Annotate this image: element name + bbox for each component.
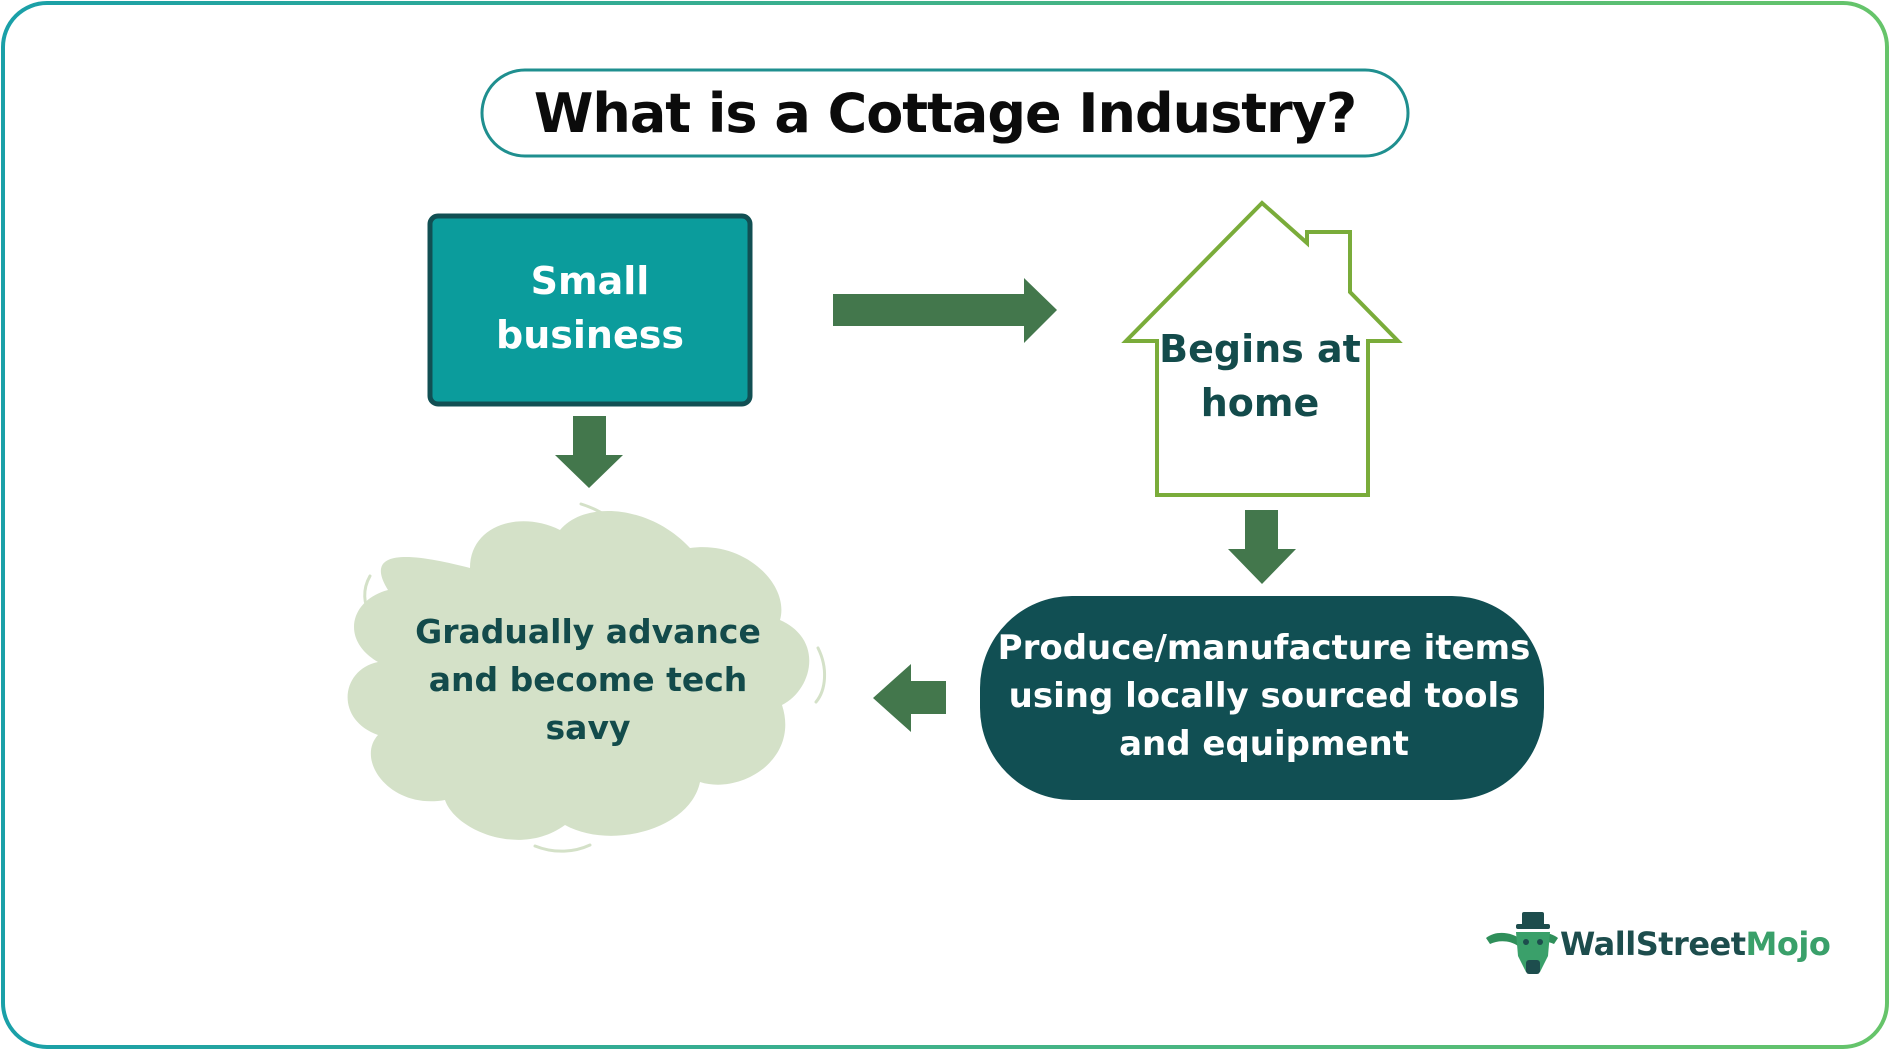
arrow-down-right	[1228, 510, 1296, 584]
gradually-advance-label: Gradually advance and become tech savy	[415, 612, 761, 747]
produce-pill	[980, 596, 1544, 800]
page-title: What is a Cottage Industry?	[533, 81, 1357, 145]
small-business-label: Small business	[496, 259, 684, 357]
logo-text-part2: Mojo	[1745, 925, 1831, 963]
small-business-box	[427, 213, 753, 407]
wallstreetmojo-logo: WallStreetMojo	[1560, 920, 1831, 968]
arrow-down-left	[555, 416, 623, 488]
bull-mascot-icon	[1486, 912, 1558, 974]
produce-label: Produce/manufacture items using locally …	[997, 628, 1531, 764]
arrow-left	[873, 664, 946, 732]
house-shape	[1121, 200, 1403, 497]
begins-at-home-label: Begins at home	[1159, 327, 1361, 425]
cloud-shape	[347, 502, 826, 853]
logo-text-part1: WallStreet	[1560, 925, 1746, 963]
title-pill	[480, 68, 1410, 158]
arrow-right	[833, 278, 1057, 343]
